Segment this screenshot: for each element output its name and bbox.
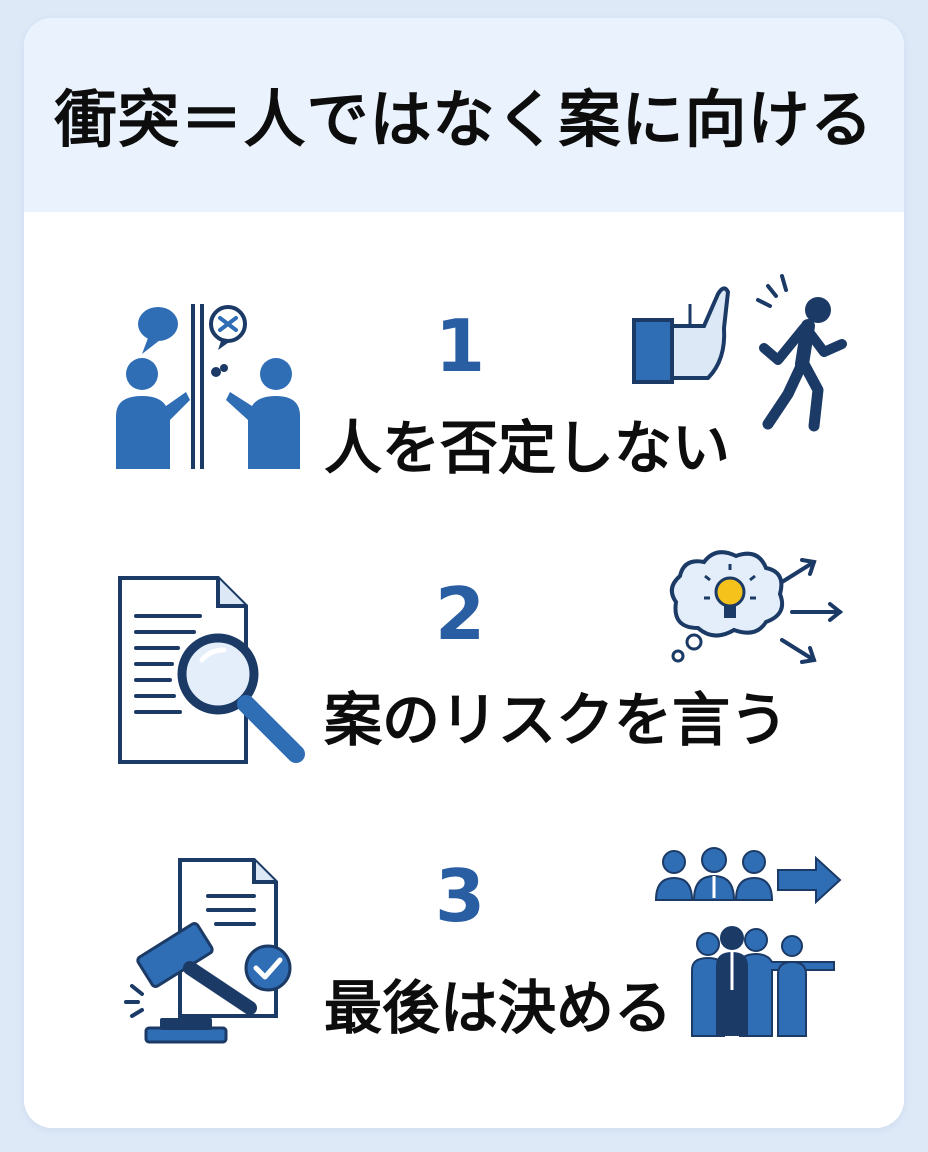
idea-bubble-arrows-icon <box>669 550 844 664</box>
step-number-2: 2 <box>434 572 486 656</box>
step-label-2: 案のリスクを言う <box>324 686 789 754</box>
step-number-1: 1 <box>434 304 486 388</box>
step-label-3: 最後は決める <box>324 974 673 1042</box>
infographic-card: 衝突＝人ではなく案に向ける 1 人を否定しない <box>24 18 904 1128</box>
two-people-arguing-icon <box>116 304 300 469</box>
gavel-approved-document-icon <box>124 858 292 1044</box>
header-band: 衝突＝人ではなく案に向ける <box>24 18 904 212</box>
step-label-1: 人を否定しない <box>324 414 731 482</box>
step-number-3: 3 <box>434 854 486 938</box>
page-title: 衝突＝人ではなく案に向ける <box>54 83 874 156</box>
team-direction-icon <box>654 847 842 1037</box>
stop-hand-running-person-icon <box>632 274 847 432</box>
document-magnifier-icon <box>118 576 305 764</box>
